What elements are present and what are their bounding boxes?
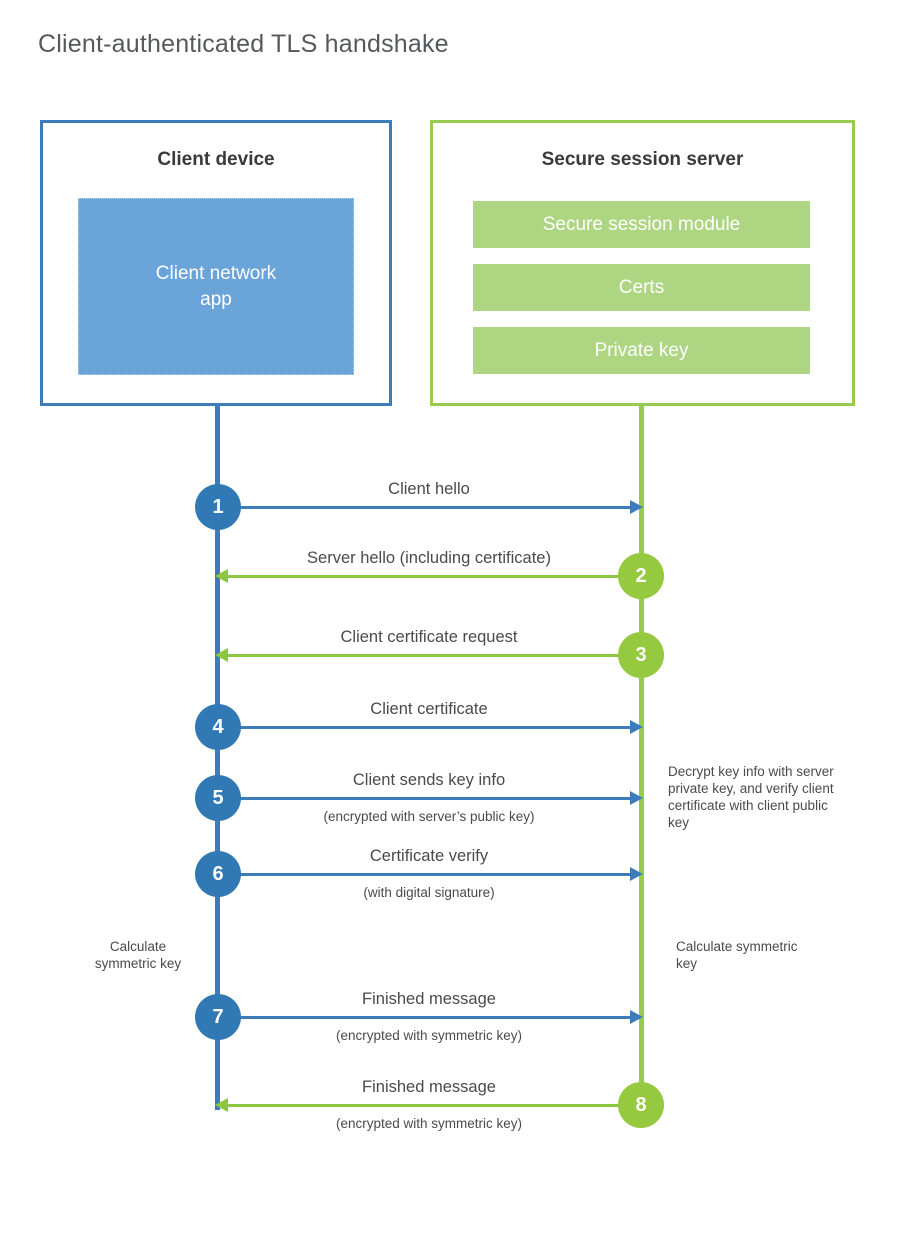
message-label: Client hello	[388, 480, 470, 498]
step-circle-4[interactable]: 4	[195, 704, 241, 750]
server-module-bar: Private key	[473, 327, 810, 374]
message-label: Client sends key info	[352, 771, 506, 789]
message-arrow-head	[630, 720, 643, 734]
message-arrow-line	[217, 506, 632, 509]
message-arrow-head	[630, 867, 643, 881]
message-arrow-line	[217, 873, 632, 876]
server-module-bar: Certs	[473, 264, 810, 311]
message-arrow-head	[215, 1098, 228, 1112]
page-title: Client-authenticated TLS handshake	[38, 30, 449, 58]
message-sublabel: (encrypted with symmetric key)	[335, 1116, 523, 1131]
message-label: Server hello (including certificate)	[307, 549, 551, 567]
message-arrow-line	[217, 1016, 632, 1019]
message-sublabel: (with digital signature)	[363, 885, 495, 900]
client-lifeline	[215, 403, 220, 1110]
step-circle-6[interactable]: 6	[195, 851, 241, 897]
message-label: Certificate verify	[369, 847, 489, 865]
step-circle-5[interactable]: 5	[195, 775, 241, 821]
step-circle-3[interactable]: 3	[618, 632, 664, 678]
message-label: Finished message	[362, 990, 496, 1008]
client-device-title: Client device	[157, 149, 275, 170]
step-circle-7[interactable]: 7	[195, 994, 241, 1040]
message-label: Client certificate	[370, 700, 488, 718]
message-arrow-head	[215, 648, 228, 662]
step-circle-1[interactable]: 1	[195, 484, 241, 530]
step-circle-2[interactable]: 2	[618, 553, 664, 599]
secure-session-server-title: Secure session server	[541, 149, 744, 170]
server-module-bar: Secure session module	[473, 201, 810, 248]
message-sublabel: (encrypted with symmetric key)	[335, 1028, 523, 1043]
step-circle-8[interactable]: 8	[618, 1082, 664, 1128]
server-lifeline	[639, 403, 644, 1106]
note-calculate-symmetric-key-server: Calculate symmetric key	[676, 939, 798, 971]
message-sublabel: (encrypted with server’s public key)	[323, 809, 535, 824]
note-decrypt-key-info: Decrypt key info with server private key…	[668, 764, 834, 830]
message-arrow-line	[226, 654, 641, 657]
message-arrow-head	[630, 500, 643, 514]
message-arrow-line	[217, 797, 632, 800]
message-label: Client certificate request	[340, 628, 518, 646]
note-calculate-symmetric-key-client: Calculate symmetric key	[94, 939, 182, 971]
message-arrow-line	[226, 1104, 641, 1107]
secure-session-server-box: Secure session server Secure session mod…	[430, 120, 855, 406]
message-arrow-line	[217, 726, 632, 729]
message-arrow-head	[630, 791, 643, 805]
message-arrow-head	[630, 1010, 643, 1024]
message-label: Finished message	[362, 1078, 496, 1096]
message-arrow-head	[215, 569, 228, 583]
message-arrow-line	[226, 575, 641, 578]
